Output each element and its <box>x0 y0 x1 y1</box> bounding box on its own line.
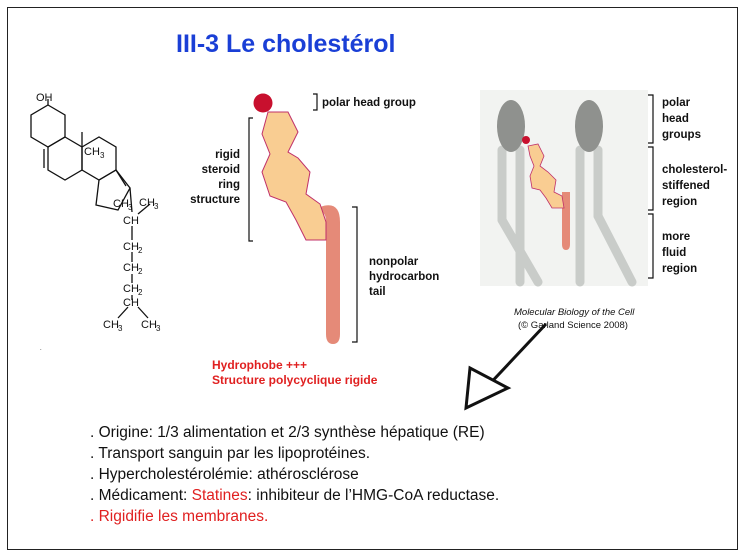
note-polycyclic: Structure polycyclique rigide <box>212 373 378 387</box>
ch3-label: CH <box>141 319 157 331</box>
svg-text:more: more <box>662 231 690 243</box>
svg-text:2: 2 <box>138 288 143 297</box>
credit-source: Molecular Biology of the Cell <box>514 307 635 318</box>
svg-text:nonpolar: nonpolar <box>369 256 419 268</box>
svg-text:fluid: fluid <box>662 247 686 259</box>
svg-text:rigid: rigid <box>215 149 240 161</box>
slide-frame <box>7 7 738 550</box>
svg-text:structure: structure <box>190 194 240 206</box>
statines-text: Statines <box>191 487 248 504</box>
svg-text:region: region <box>662 196 697 208</box>
nonpolar-tail-label: nonpolar hydrocarbon tail <box>369 256 439 298</box>
ch2-label: CH <box>123 241 139 253</box>
ch-label: CH <box>123 297 139 309</box>
svg-text:polar: polar <box>662 97 691 109</box>
svg-text:region: region <box>662 263 697 275</box>
brackets <box>248 93 654 343</box>
polar-head-icon <box>253 93 273 113</box>
slide-title: III-3 Le cholestérol <box>176 30 396 58</box>
ch3-label: CH <box>84 146 100 158</box>
ch3-label: CH <box>113 198 129 210</box>
membrane-labels: polar head groups cholesterol- stiffened… <box>662 97 727 275</box>
figure-credit: Molecular Biology of the Cell (© Garland… <box>514 306 634 332</box>
bullet-medicament: . Médicament: Statines: inhibiteur de l’… <box>90 487 500 504</box>
svg-text:2: 2 <box>138 246 143 255</box>
svg-text:groups: groups <box>662 129 701 141</box>
rigid-steroid-label: rigid steroid ring structure <box>190 149 240 206</box>
cholesterol-schematic <box>253 93 340 344</box>
bullet-hypercholesterolemie: . Hypercholestérolémie: athérosclérose <box>90 466 359 483</box>
lipid-head-icon <box>575 100 603 152</box>
credit-copyright: (© Garland Science 2008) <box>518 320 628 331</box>
polar-head-group-label: polar head group <box>322 97 416 109</box>
svg-text:.: . <box>40 346 42 352</box>
svg-text:3: 3 <box>156 324 161 333</box>
ch3-label: CH <box>103 319 119 331</box>
svg-text:tail: tail <box>369 286 386 298</box>
ch2-label: CH <box>123 262 139 274</box>
svg-text:hydrocarbon: hydrocarbon <box>369 271 439 283</box>
cholesterol-structure <box>30 99 151 319</box>
note-hydrophobe: Hydrophobe +++ <box>212 358 308 372</box>
svg-text:3: 3 <box>154 202 159 211</box>
svg-text:3: 3 <box>118 324 123 333</box>
lipid-head-icon <box>497 100 525 152</box>
svg-text:2: 2 <box>138 267 143 276</box>
arrow-icon <box>464 322 548 411</box>
red-notes: Hydrophobe +++ Structure polycyclique ri… <box>212 358 377 388</box>
membrane-illustration <box>480 90 648 287</box>
bullet-origine: . Origine: 1/3 alimentation et 2/3 synth… <box>90 424 485 441</box>
ch-label: CH <box>123 215 139 227</box>
cholesterol-labels: OH CH 3 CH 3 CH 3 CH CH 2 CH 2 CH 2 CH C… <box>36 92 161 333</box>
bullet-transport: . Transport sanguin par les lipoprotéine… <box>90 445 371 462</box>
ch3-label: CH <box>139 197 155 209</box>
svg-text:ring: ring <box>218 179 240 191</box>
bullet-rigidifie: . Rigidifie les membranes. <box>90 508 269 525</box>
svg-text:head: head <box>662 113 689 125</box>
svg-text:stiffened: stiffened <box>662 180 710 192</box>
phospholipid <box>497 100 543 287</box>
svg-text:steroid: steroid <box>202 164 240 176</box>
phospholipid <box>575 100 637 287</box>
svg-text:3: 3 <box>100 151 105 160</box>
bullet-list: . Origine: 1/3 alimentation et 2/3 synth… <box>90 422 499 527</box>
oh-label: OH <box>36 92 53 104</box>
membrane-cholesterol <box>522 136 570 250</box>
ch2-label: CH <box>123 283 139 295</box>
svg-text:cholesterol-: cholesterol- <box>662 164 727 176</box>
svg-text:3: 3 <box>128 203 133 212</box>
